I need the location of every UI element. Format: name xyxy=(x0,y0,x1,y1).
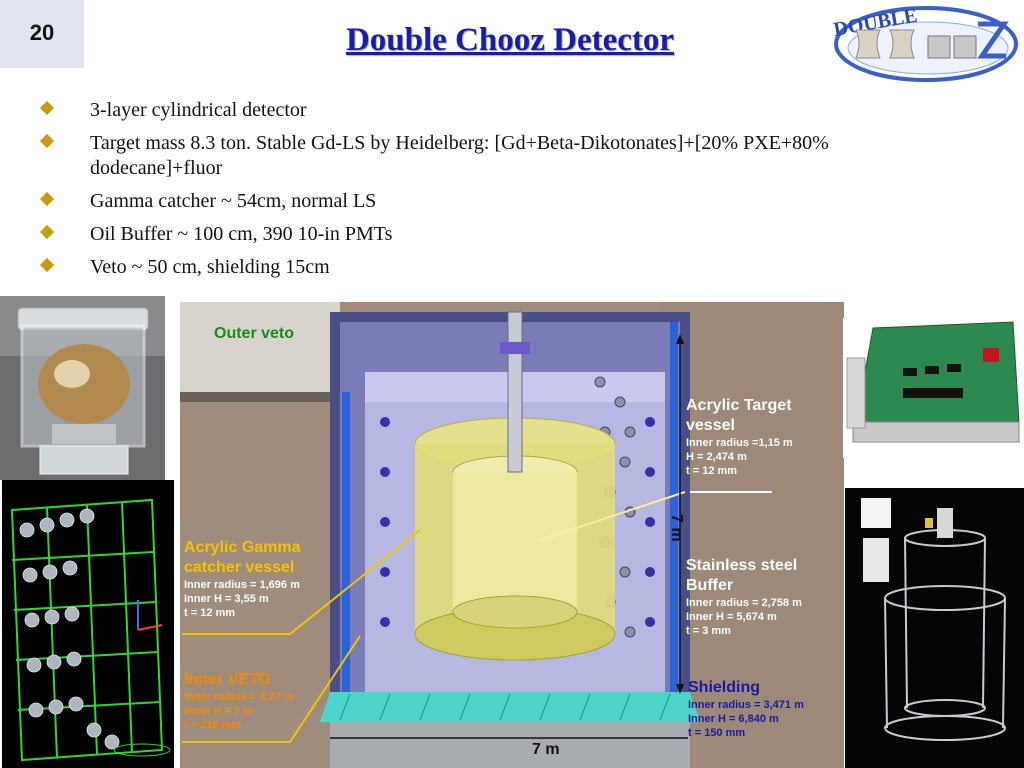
bullet-text: Veto ~ 50 cm, shielding 15cm xyxy=(90,256,330,278)
diamond-bullet-icon xyxy=(39,224,55,240)
acrylic-prototype-photo xyxy=(845,488,1024,768)
target-spec-line: Inner radius =1,15 m xyxy=(686,437,793,449)
gamma-spec-line: Inner H = 3,55 m xyxy=(184,593,269,605)
shielding-spec-line: Inner radius = 3,471 m xyxy=(688,699,804,711)
inner-veto-label: Inner VETO Inner radius = 3,27 m Inner H… xyxy=(184,670,294,732)
shielding-title: Shielding xyxy=(688,679,760,696)
bullet-list: 3-layer cylindrical detector Target mass… xyxy=(39,98,940,288)
inner-veto-spec-line: t = 210 mm xyxy=(184,719,242,731)
buffer-title-line1: Stainless steel xyxy=(686,557,798,574)
bullet-text: Oil Buffer ~ 100 cm, 390 10-in PMTs xyxy=(90,223,393,245)
outer-veto-label: Outer veto xyxy=(214,325,295,342)
inner-veto-spec-line: Inner radius = 3,27 m xyxy=(184,691,294,703)
electronics-board-photo xyxy=(843,318,1024,458)
slide-number: 20 xyxy=(29,20,55,45)
shielding-spec-line: t = 150 mm xyxy=(688,727,746,739)
gamma-spec-line: Inner radius = 1,696 m xyxy=(184,579,300,591)
pmt-simulation-render xyxy=(2,480,174,768)
gamma-title-line2: catcher vessel xyxy=(184,559,295,576)
bullet-item: 3-layer cylindrical detector xyxy=(39,98,940,123)
gamma-spec-line: t = 12 mm xyxy=(184,607,236,619)
bullet-item: Veto ~ 50 cm, shielding 15cm xyxy=(39,255,940,280)
bullet-item: Oil Buffer ~ 100 cm, 390 10-in PMTs xyxy=(39,222,940,247)
shielding-spec-line: Inner H = 6,840 m xyxy=(688,713,779,725)
gamma-title-line1: Acrylic Gamma xyxy=(184,539,301,556)
bullet-text: 3-layer cylindrical detector xyxy=(90,99,307,121)
diamond-bullet-icon xyxy=(39,257,55,273)
buffer-spec-line: t = 3 mm xyxy=(686,625,731,637)
target-title-line2: vessel xyxy=(686,417,735,434)
buffer-spec-line: Inner radius = 2,758 m xyxy=(686,597,802,609)
target-spec-line: t = 12 mm xyxy=(686,465,738,477)
shielding-label: Shielding Inner radius = 3,471 m Inner H… xyxy=(688,678,804,740)
gamma-catcher-label: Acrylic Gamma catcher vessel Inner radiu… xyxy=(184,538,301,620)
diamond-bullet-icon xyxy=(39,133,55,149)
bullet-text: Gamma catcher ~ 54cm, normal LS xyxy=(90,190,377,212)
target-spec-line: H = 2,474 m xyxy=(686,451,747,463)
diamond-bullet-icon xyxy=(39,100,55,116)
diamond-bullet-icon xyxy=(39,191,55,207)
buffer-label: Stainless steel Buffer Inner radius = 2,… xyxy=(686,556,802,638)
width-dimension-label: 7 m xyxy=(532,741,560,758)
slide-title: Double Chooz Detector xyxy=(345,22,675,58)
inner-veto-title: Inner VETO xyxy=(184,671,271,688)
bullet-item: Target mass 8.3 ton. Stable Gd-LS by Hei… xyxy=(39,131,940,181)
detector-cutaway-diagram: Outer veto Acrylic Target vessel Inner r… xyxy=(180,302,844,768)
target-title-line1: Acrylic Target xyxy=(686,397,792,414)
buffer-title-line2: Buffer xyxy=(686,577,734,594)
inner-veto-spec-line: Inner H = 7 m xyxy=(184,705,254,717)
bullet-text: Target mass 8.3 ton. Stable Gd-LS by Hei… xyxy=(90,132,829,179)
bullet-item: Gamma catcher ~ 54cm, normal LS xyxy=(39,189,940,214)
double-chooz-logo: DOUBLE xyxy=(828,0,1018,82)
buffer-spec-line: Inner H = 5,674 m xyxy=(686,611,777,623)
slide-number-box: 20 xyxy=(0,0,84,68)
pmt-photo xyxy=(0,296,165,480)
target-vessel-label: Acrylic Target vessel Inner radius =1,15… xyxy=(686,396,793,478)
height-dimension-label: 7 m xyxy=(668,514,685,542)
